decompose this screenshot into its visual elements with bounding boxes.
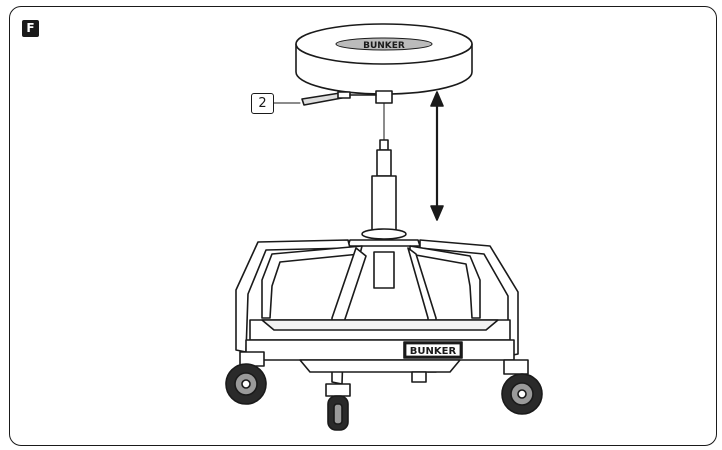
double-vertical-arrow-icon (430, 91, 444, 221)
caster-front (325, 383, 351, 431)
callout-number-box: 2 (251, 93, 274, 114)
caster-left (225, 351, 267, 405)
step-label-badge: F (22, 20, 39, 37)
gas-lift-lever-icon (273, 91, 377, 106)
seat-logo-text: BUNKER (363, 41, 405, 51)
gas-lift-column (361, 139, 407, 240)
base-logo-plate (403, 341, 463, 359)
caster-right (501, 359, 543, 415)
base-logo-text: BUNKER (410, 346, 457, 357)
base-frame (235, 239, 519, 385)
seat-mount (375, 90, 393, 141)
seat-cushion (295, 23, 473, 95)
